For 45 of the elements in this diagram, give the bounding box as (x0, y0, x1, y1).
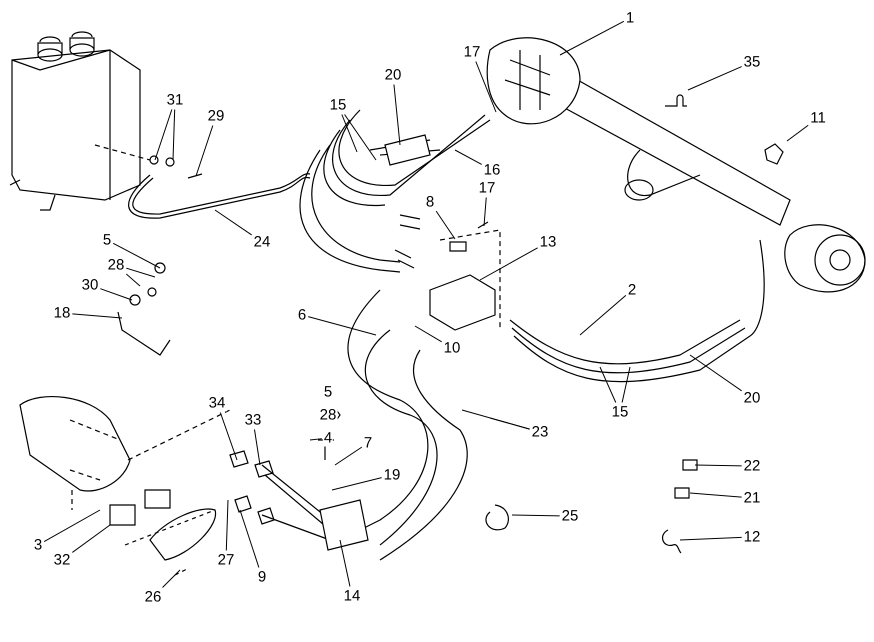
leader-line (414, 326, 442, 342)
leader-line (680, 536, 742, 540)
leader-line (694, 464, 742, 466)
leader-line (480, 247, 538, 280)
leader-line (340, 540, 350, 587)
leader-line (490, 418, 530, 430)
leader-line (72, 524, 110, 553)
leader-line (512, 514, 560, 516)
leader-line (475, 61, 496, 112)
leader-line (310, 438, 322, 440)
leader-line (560, 20, 624, 56)
leader-line (126, 268, 156, 278)
leader-line (393, 84, 400, 146)
leader-line (72, 313, 122, 318)
leader-line (172, 109, 176, 160)
leader-line (341, 114, 358, 152)
leader-line (484, 197, 487, 226)
leader-line (334, 446, 362, 466)
leader-line (600, 366, 616, 403)
leader-line (622, 366, 630, 403)
leader-line (454, 150, 482, 165)
leader-line (214, 210, 252, 236)
leader-line (344, 114, 376, 160)
leader-line (436, 210, 456, 240)
leader-line (254, 429, 260, 466)
leader-line (112, 242, 160, 268)
leader-line (226, 500, 228, 551)
leader-line (580, 294, 626, 336)
callout-number: 4 (322, 430, 334, 446)
callout-number: 34 (208, 394, 226, 412)
leader-line (332, 477, 382, 490)
leader-line (688, 66, 742, 90)
leader-line (154, 109, 172, 160)
leader-line (220, 412, 238, 460)
leader-line (786, 124, 809, 142)
leader-line (308, 316, 376, 336)
callout-number: 28 (318, 406, 338, 424)
leader-line (690, 492, 742, 498)
leader-line (44, 510, 100, 542)
leader-line (240, 510, 260, 568)
leader-line (126, 274, 140, 286)
leader-line (100, 288, 132, 300)
leader-line (690, 354, 742, 392)
leader-line (196, 125, 214, 176)
leader-line (162, 570, 180, 588)
